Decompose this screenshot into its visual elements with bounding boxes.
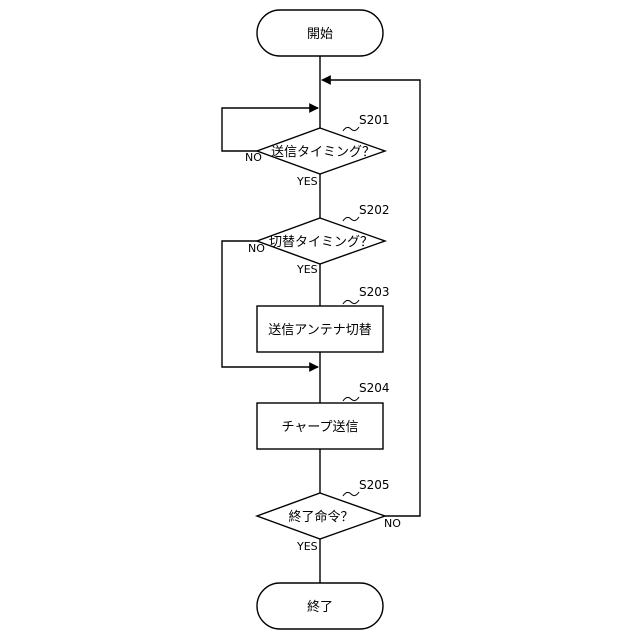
s203-id: S203 xyxy=(359,285,390,299)
s201-leader xyxy=(343,127,359,131)
s201-yes-label: YES xyxy=(296,175,318,188)
s204-text: チャープ送信 xyxy=(281,420,358,435)
end-label: 終了 xyxy=(307,599,333,615)
s205-no-label: NO xyxy=(384,517,401,530)
s201-text: 送信タイミング？ xyxy=(271,145,375,160)
s202-no-label: NO xyxy=(248,242,265,255)
start-label: 開始 xyxy=(307,27,333,42)
s201-no-label: NO xyxy=(245,151,262,164)
s204-leader xyxy=(343,397,359,401)
s203-leader xyxy=(343,300,359,304)
s201-id: S201 xyxy=(359,113,390,127)
s205-leader xyxy=(343,492,359,496)
s205-id: S205 xyxy=(359,478,390,492)
s205-yes-label: YES xyxy=(296,540,318,553)
s204-id: S204 xyxy=(359,381,390,395)
s202-text: 切替タイミング？ xyxy=(269,235,373,250)
s205-text: 終了命令？ xyxy=(288,509,353,525)
s203-text: 送信アンテナ切替 xyxy=(268,323,371,338)
s202-leader xyxy=(343,217,359,221)
s202-id: S202 xyxy=(359,203,390,217)
s202-yes-label: YES xyxy=(296,263,318,276)
